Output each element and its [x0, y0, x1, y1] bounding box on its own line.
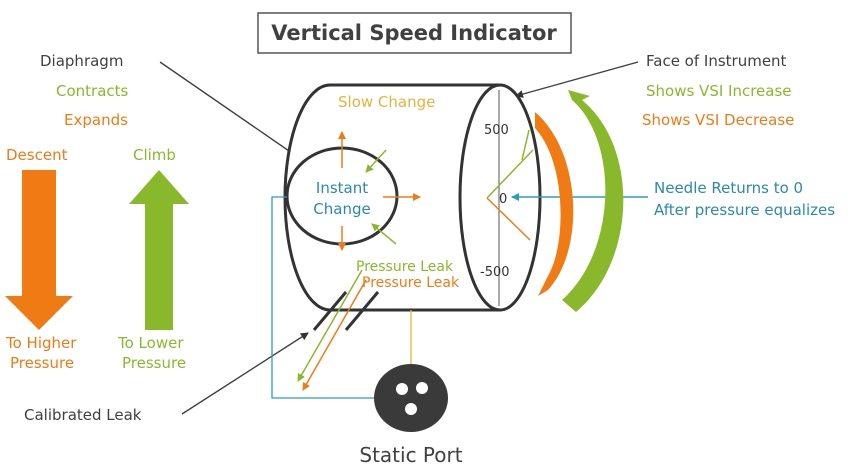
pressure-leak-orange-label: Pressure Leak	[362, 275, 460, 291]
static-port	[374, 364, 448, 432]
static-line	[271, 196, 392, 399]
leak-tube-line-1	[312, 291, 348, 331]
diaphragm-pointer	[159, 61, 306, 163]
increase-curve-arrow	[562, 90, 624, 312]
descent-arrow	[5, 170, 73, 330]
calibrated-leak-label: Calibrated Leak	[24, 406, 142, 424]
leak-tube-line-2	[344, 291, 380, 331]
contract-arrow-bottom	[371, 223, 397, 245]
to-lower-label-2: Pressure	[122, 354, 186, 372]
face-label: Face of Instrument	[646, 52, 787, 70]
decrease-curve-arrow	[535, 112, 574, 296]
shows-decrease-label: Shows VSI Decrease	[642, 111, 794, 129]
contracts-label: Contracts	[56, 82, 129, 100]
instant-change-label-1: Instant	[316, 179, 368, 197]
pressure-leak-green-label: Pressure Leak	[356, 259, 454, 275]
static-port-label: Static Port	[359, 443, 462, 467]
pressure-leak-arrow-orange	[302, 279, 367, 391]
needle-orange	[486, 197, 531, 241]
needle-returns-label-2: After pressure equalizes	[654, 201, 835, 219]
climb-label: Climb	[133, 146, 176, 164]
pressure-leak-arrow-green	[297, 269, 363, 382]
needle-returns-label-1: Needle Returns to 0	[654, 179, 803, 197]
diaphragm-label: Diaphragm	[40, 52, 123, 70]
to-higher-label-1: To Higher	[5, 334, 77, 352]
title: Vertical Speed Indicator	[271, 21, 557, 45]
dial-label-top: 500	[484, 123, 509, 138]
instant-change-label-2: Change	[313, 200, 370, 218]
static-port-hole-2	[416, 382, 428, 394]
static-port-hole-3	[405, 403, 417, 415]
expands-label: Expands	[64, 111, 128, 129]
climb-arrow	[129, 170, 189, 330]
contract-arrow-top	[365, 149, 387, 173]
to-higher-label-2: Pressure	[10, 354, 74, 372]
needle-green-tip	[521, 129, 530, 161]
to-lower-label-1: To Lower	[117, 334, 184, 352]
slow-change-label: Slow Change	[338, 93, 435, 111]
dial-label-bottom: -500	[480, 265, 510, 280]
face-pointer	[515, 61, 639, 98]
calibrated-leak-pointer	[181, 332, 309, 415]
title-box	[257, 12, 572, 54]
static-port-hole-1	[396, 383, 408, 395]
descent-label: Descent	[6, 146, 68, 164]
dial-label-mid: 0	[499, 192, 507, 207]
needle-green	[486, 149, 534, 199]
shows-increase-label: Shows VSI Increase	[646, 82, 792, 100]
